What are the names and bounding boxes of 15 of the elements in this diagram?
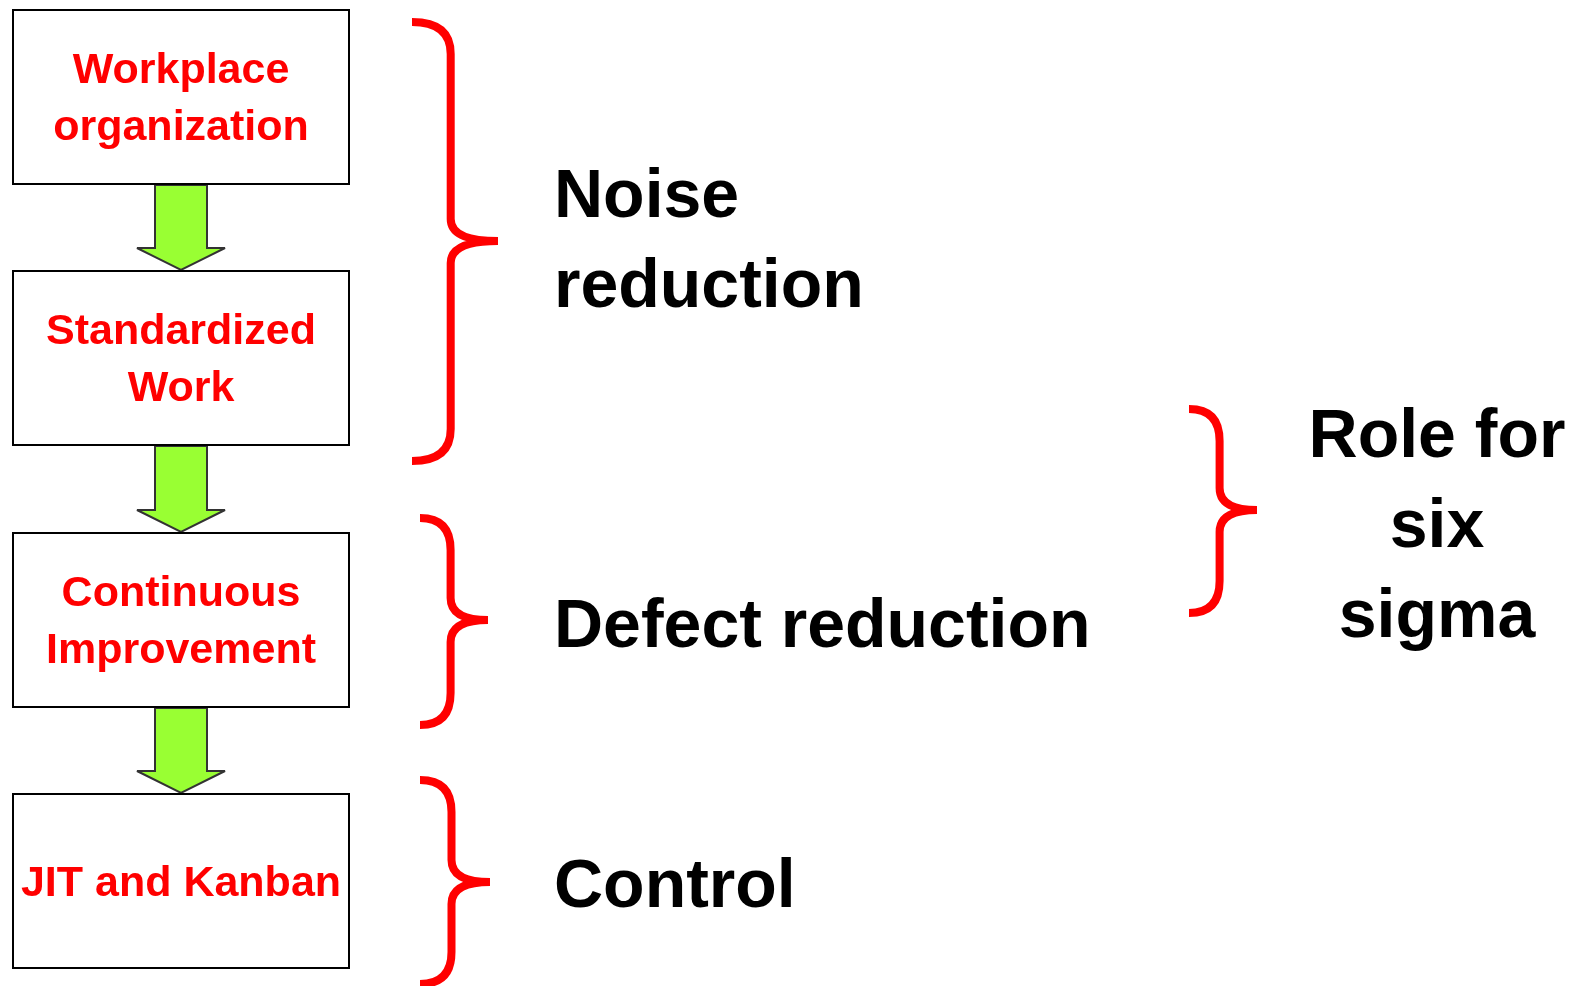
annotation-text: Defect reduction [554,584,1092,663]
process-box [12,793,350,969]
annotation-text: Noise reduction [554,154,865,323]
annotation-text: Role for six sigma [1307,394,1567,653]
process-box [12,532,350,708]
process-box [12,270,350,446]
block-arrow [136,445,226,534]
box-label: Workplace organization [52,43,310,151]
box-label: JIT and Kanban [20,855,342,907]
block-arrow [136,707,226,795]
box-label: Standardized Work [45,304,317,412]
block-arrow [136,184,226,272]
box-label: Continuous Improvement [45,566,317,674]
process-box [12,9,350,185]
annotation-text: Control [554,844,797,923]
